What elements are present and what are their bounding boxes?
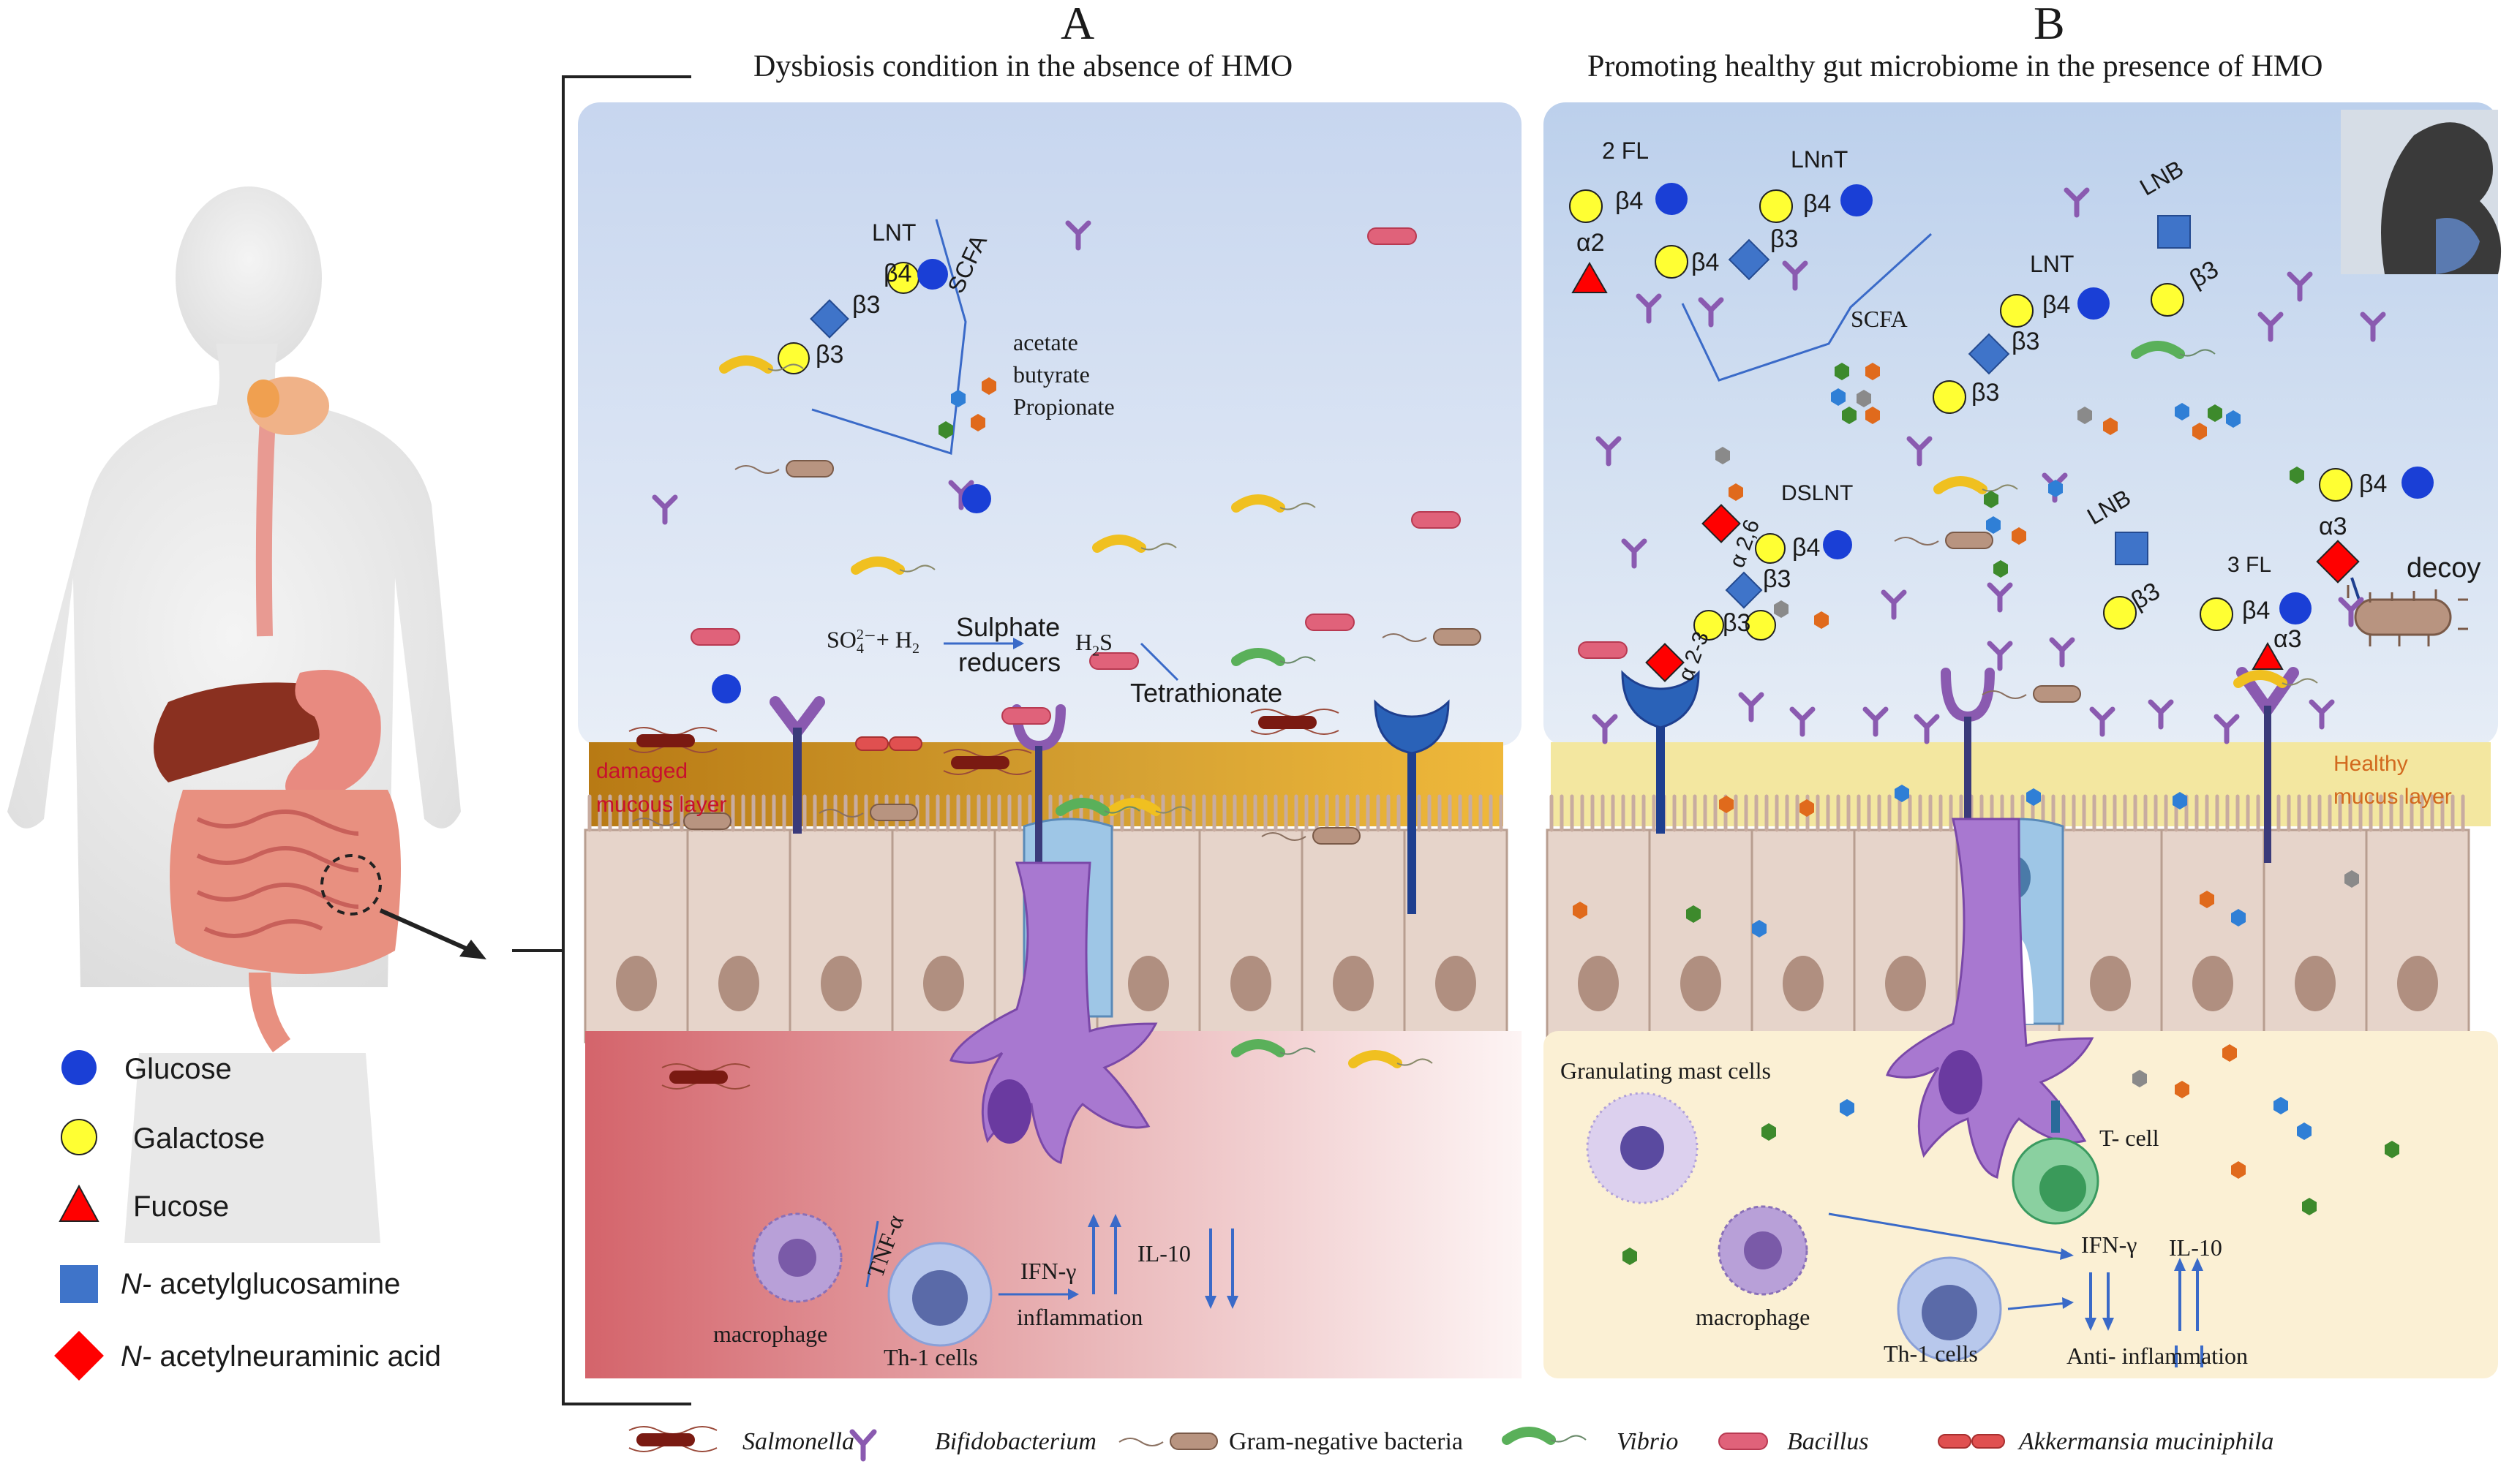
b-macrophage-label: macrophage xyxy=(1696,1304,1810,1330)
b-scfa-label: SCFA xyxy=(1851,306,1908,332)
a-damaged-label-1: damaged xyxy=(596,759,688,783)
legend-acetylglucosamine: N- acetylglucosamine xyxy=(121,1268,401,1300)
legend-glucose: Glucose xyxy=(124,1053,232,1085)
a-il10-label: IL-10 xyxy=(1137,1240,1191,1267)
b-2fl-b4: β4 xyxy=(1615,187,1644,215)
b-ds-b3-2: β3 xyxy=(1723,609,1751,637)
b-il10-label: IL-10 xyxy=(2169,1234,2222,1261)
b-3fl-a3: α3 xyxy=(2273,625,2302,653)
b-lnnt-b4-2: β4 xyxy=(1691,249,1720,276)
legend-galactose: Galactose xyxy=(133,1122,266,1155)
b-lnnt-label: LNnT xyxy=(1791,146,1848,173)
footer-akkermansia: Akkermansia muciniphila xyxy=(2019,1428,2274,1455)
bracket xyxy=(512,75,691,1405)
a-b3-label-2: β3 xyxy=(816,341,844,369)
b-decoy-label: decoy xyxy=(2407,553,2481,584)
a-damaged-label-2: mucous layer xyxy=(596,793,727,817)
b-healthy-label-2: mucus layer xyxy=(2333,785,2452,809)
panel-b xyxy=(1543,102,2502,1378)
panel-a-letter: A xyxy=(1061,0,1095,49)
a-propionate: Propionate xyxy=(1013,393,1115,420)
a-macrophage-label: macrophage xyxy=(713,1321,828,1347)
b-tcell-label: T- cell xyxy=(2099,1125,2159,1151)
b-th1-label: Th-1 cells xyxy=(1884,1340,1978,1367)
a-h2s: H2S xyxy=(1075,629,1113,660)
b-lnt-b3-2: β3 xyxy=(1971,379,2000,407)
legend-symbols xyxy=(54,1050,104,1381)
a-b3-label-1: β3 xyxy=(852,291,881,319)
b-3fl-b4-top: β4 xyxy=(2359,470,2388,498)
footer-bacillus: Bacillus xyxy=(1787,1428,1869,1455)
panel-a xyxy=(578,102,1522,1378)
b-ds-b4: β4 xyxy=(1792,534,1821,562)
b-3fl-a3-top: α3 xyxy=(2319,513,2347,540)
a-reducers: reducers xyxy=(958,647,1061,677)
legend-fucose: Fucose xyxy=(133,1190,230,1223)
footer-vibrio: Vibrio xyxy=(1617,1428,1679,1455)
footer-symbols xyxy=(628,1426,2005,1462)
b-dslnt-label: DSLNT xyxy=(1781,481,1854,505)
b-lnnt-b4-1: β4 xyxy=(1803,190,1832,218)
a-ifn-label: IFN-γ xyxy=(1020,1258,1077,1284)
panel-b-letter: B xyxy=(2034,0,2065,49)
b-ds-b3-1: β3 xyxy=(1763,565,1791,593)
legend-acetylneuraminic-acid: N- acetylneuraminic acid xyxy=(121,1340,441,1373)
a-th1-label: Th-1 cells xyxy=(884,1344,978,1370)
b-3fl-label: 3 FL xyxy=(2227,553,2272,577)
human-body-illustration xyxy=(7,186,486,1243)
footer-bifidobacterium: Bifidobacterium xyxy=(935,1428,1097,1455)
b-3fl-b4: β4 xyxy=(2242,597,2271,624)
b-2fl-a2: α2 xyxy=(1576,229,1605,257)
b-lnnt-b3: β3 xyxy=(1770,225,1799,253)
a-butyrate: butyrate xyxy=(1013,361,1090,388)
a-tetrathionate: Tetrathionate xyxy=(1130,678,1283,708)
a-sulphate: Sulphate xyxy=(956,612,1061,642)
footer-gram-negative: Gram-negative bacteria xyxy=(1229,1428,1463,1455)
b-ifn-label: IFN-γ xyxy=(2081,1231,2137,1258)
a-inflammation-label: inflammation xyxy=(1017,1304,1143,1330)
panel-b-title: Promoting healthy gut microbiome in the … xyxy=(1587,50,2323,83)
b-healthy-label-1: Healthy xyxy=(2333,752,2408,776)
a-lnt-label: LNT xyxy=(872,219,917,246)
b-2fl-label: 2 FL xyxy=(1602,137,1650,164)
a-b4-label: β4 xyxy=(884,260,912,287)
a-acetate: acetate xyxy=(1013,329,1078,355)
mother-breastfeeding-photo xyxy=(2341,110,2502,274)
b-lnt-b3-1: β3 xyxy=(2012,328,2040,355)
b-lnt-label: LNT xyxy=(2030,251,2075,277)
b-granulating-label: Granulating mast cells xyxy=(1560,1057,1771,1084)
b-anti-inflammation-label: Anti- inflammation xyxy=(2066,1343,2248,1369)
panel-a-title: Dysbiosis condition in the absence of HM… xyxy=(753,50,1293,83)
b-lnt-b4: β4 xyxy=(2042,291,2071,319)
a-so4-formula: SO24⁻+ H2 xyxy=(827,626,919,657)
footer-salmonella: Salmonella xyxy=(742,1428,854,1455)
